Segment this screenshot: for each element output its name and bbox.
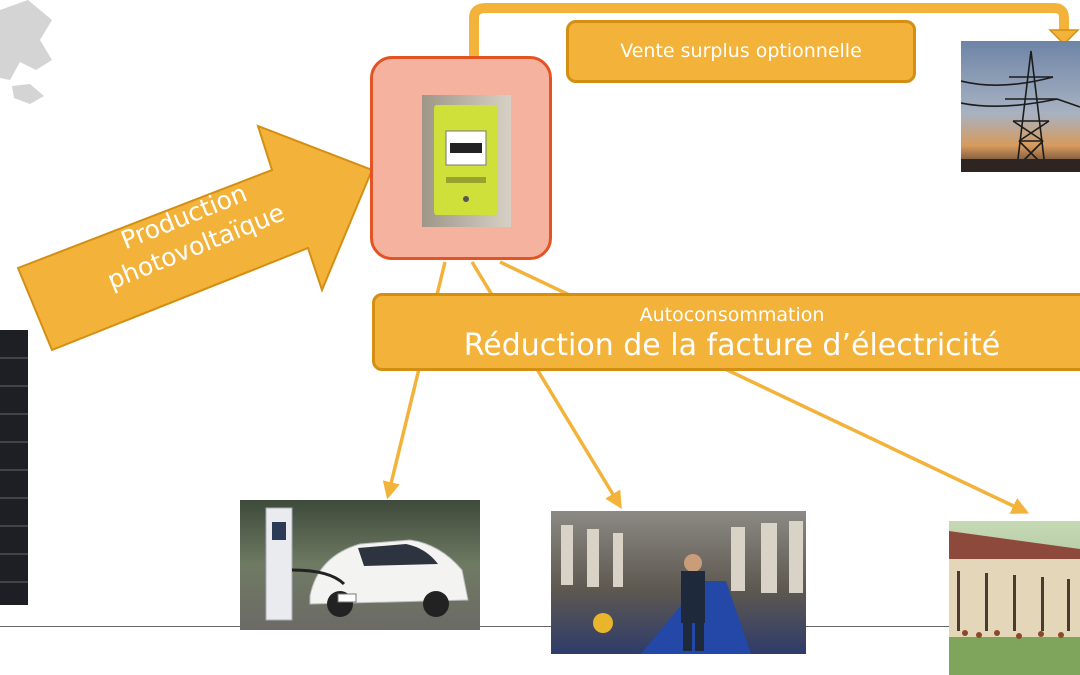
world-map-fragment [0, 0, 52, 104]
autoconsommation-box: Autoconsommation Réduction de la facture… [372, 293, 1080, 371]
surplus-sale-label: Vente surplus optionnelle [620, 40, 862, 62]
baseline-left [0, 626, 240, 627]
production-arrow [16, 124, 374, 352]
solar-panel-icon [0, 330, 28, 605]
surplus-sale-box: Vente surplus optionnelle [566, 20, 916, 83]
surplus-arrow-head [1048, 29, 1080, 46]
milking-parlor-image [551, 511, 806, 654]
power-pylon-image [961, 41, 1080, 172]
smart-meter-image [422, 95, 511, 227]
poultry-barn-image [949, 521, 1080, 675]
electric-car-image [240, 500, 480, 630]
surplus-arrow [469, 3, 1069, 58]
baseline-right [806, 626, 949, 627]
autoconsommation-title: Autoconsommation [639, 304, 825, 326]
baseline-mid [480, 626, 551, 627]
autoconsommation-subtitle: Réduction de la facture d’électricité [463, 328, 1001, 363]
